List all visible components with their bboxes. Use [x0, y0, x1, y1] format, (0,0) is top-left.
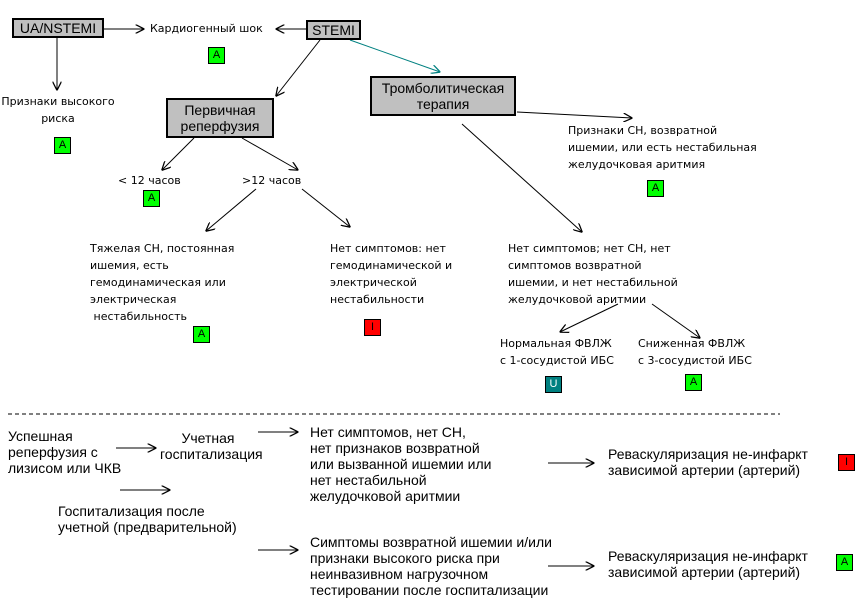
arrow-stemi-to-primary	[276, 39, 321, 96]
grade-badge-cardiogenic-shock: A	[208, 47, 225, 64]
arrow-primary-to-lt12	[162, 137, 195, 170]
arrow-to-normal-lvef	[560, 303, 619, 332]
high-risk-signs-label: Признаки высокого риска	[1, 95, 115, 125]
no-symptoms-right-label: Нет симптомов; нет СН, нет симптомов воз…	[508, 242, 678, 306]
arrow-gt12-to-severe	[206, 188, 257, 231]
thrombolytic-therapy-box: Тромболитическая терапия	[370, 76, 516, 116]
grade-badge-revascularization-1: I	[838, 454, 855, 471]
gt-12h-label: >12 часов	[242, 174, 302, 187]
arrow-thrombolysis-to-hf	[516, 111, 632, 118]
grade-badge-normal-lvef: U	[545, 376, 562, 393]
lt-12h-label: < 12 часов	[118, 174, 181, 187]
grade-badge-revascularization-2: A	[836, 554, 853, 571]
revascularization-1-label: Реваскуляризация не-инфаркт зависимой ар…	[608, 446, 808, 478]
severe-hf-label: Тяжелая СН, постоянная ишемия, есть гемо…	[90, 242, 235, 323]
grade-badge-reduced-lvef: A	[685, 374, 702, 391]
grade-badge-high-risk: A	[54, 137, 71, 154]
grade-badge-lt-12h: A	[143, 190, 160, 207]
no-symptoms-left-label: Нет симптомов: нет гемодинамической и эл…	[330, 242, 453, 306]
grade-badge-severe-hf: A	[193, 326, 210, 343]
hf-signs-label: Признаки СН, возвратной ишемии, или есть…	[568, 124, 757, 171]
revascularization-2-label: Реваскуляризация не-инфаркт зависимой ар…	[608, 548, 808, 580]
recurrent-symptoms-label: Симптомы возвратной ишемии и/или признак…	[310, 534, 552, 598]
normal-lvef-label: Нормальная ФВЛЖ с 1-сосудистой ИБС	[500, 337, 614, 367]
stemi-box: STEMI	[306, 20, 361, 40]
ua-nstemi-box: UA/NSTEMI	[12, 18, 104, 38]
successful-reperfusion-label: Успешная реперфузия с лизисом или ЧКВ	[8, 428, 122, 476]
no-symptoms-no-hf-label: Нет симптомов, нет СН, нет признаков воз…	[310, 424, 492, 504]
arrow-gt12-to-no-symptoms	[301, 188, 350, 227]
cardiogenic-shock-label: Кардиогенный шок	[150, 22, 263, 35]
grade-badge-no-symptoms-left: I	[364, 319, 381, 336]
primary-reperfusion-box: Первичная реперфузия	[166, 98, 274, 138]
index-hospitalization-label: Учетная госпитализация	[160, 430, 263, 462]
grade-badge-hf-signs: A	[647, 180, 664, 197]
arrow-stemi-to-thrombolysis	[349, 39, 440, 72]
reduced-lvef-label: Сниженная ФВЛЖ с 3-сосудистой ИБС	[638, 337, 752, 367]
arrow-primary-to-gt12	[241, 137, 298, 170]
arrow-to-reduced-lvef	[651, 303, 700, 338]
post-hospitalization-label: Госпитализация после учетной (предварите…	[58, 503, 237, 535]
arrow-thrombolysis-to-no-symptoms	[461, 123, 582, 232]
